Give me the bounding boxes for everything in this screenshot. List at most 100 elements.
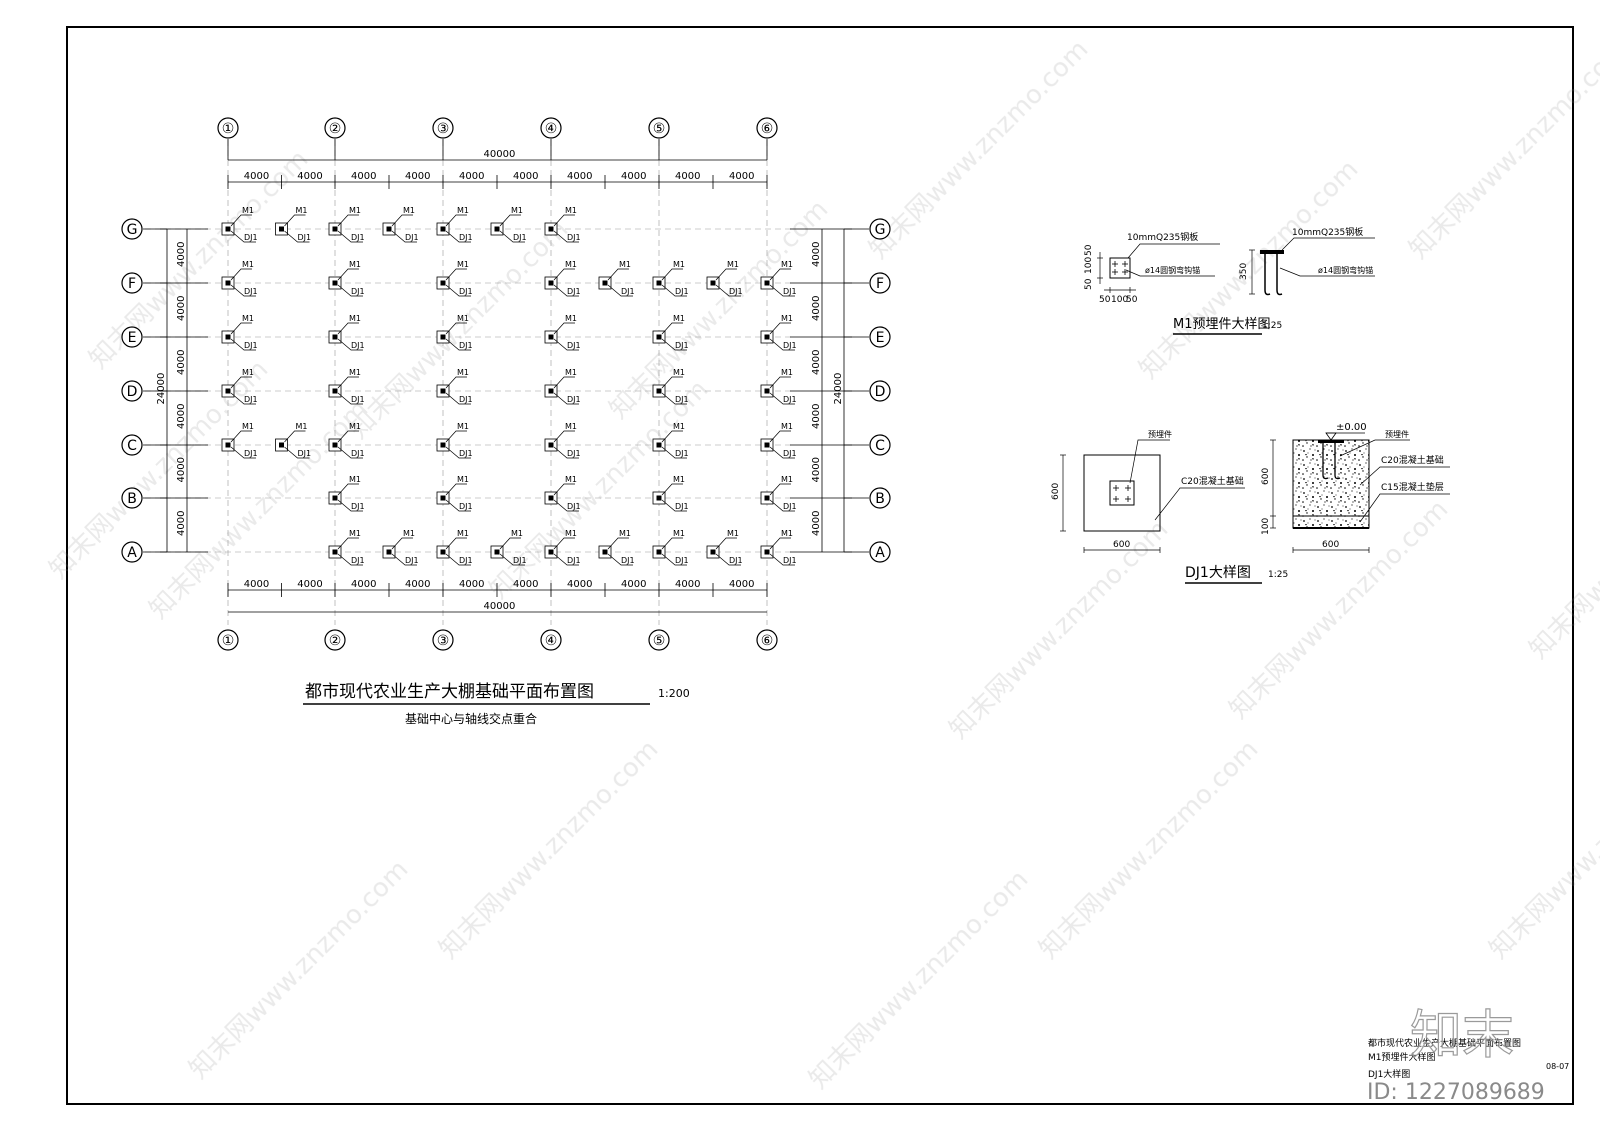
embed-plate [386,549,392,555]
embed-leader [499,214,521,227]
dim-left-total: 24000 [156,373,167,405]
axis-bubble-right: B [875,491,885,507]
embed-leader [769,430,791,443]
embed-leader [337,537,359,550]
embed-label: M1 [349,529,361,538]
footing-label: DJ1 [783,556,797,565]
embed-label: M1 [673,475,685,484]
embed-label: M1 [349,422,361,431]
embed-plate [764,334,770,340]
dj1-section-body [1292,439,1370,517]
footing-leader [445,553,471,566]
footing-label: DJ1 [351,502,365,511]
dj1-plan-outline [1083,454,1161,532]
footing-leader [607,284,633,297]
embed-leader [445,376,467,389]
axis-bubble-bottom: ③ [437,633,450,649]
embed-plate [494,549,500,555]
dim-left: 4000 [176,242,187,267]
axis-bubble-bottom: ⑥ [761,633,774,649]
embed-label: M1 [565,529,577,538]
axis-grid [145,140,795,625]
footing-label: DJ1 [513,556,527,565]
embed-label: M1 [296,422,308,431]
footing-label: DJ1 [783,341,797,350]
embed-label: M1 [349,475,361,484]
dim-right: 4000 [811,457,822,482]
dim-top-total: 40000 [484,149,516,160]
embed-label: M1 [242,260,254,269]
footing-leader [445,230,471,243]
embed-leader [661,268,683,281]
embed-plate [332,334,338,340]
embed-label: M1 [349,260,361,269]
embed-label: M1 [349,314,361,323]
embed-plate [332,388,338,394]
m1-bar-left [1264,254,1271,296]
m1-dim-bot: 50 [1084,278,1094,290]
embed-leader [230,430,252,443]
axis-bubble-top-circle [648,117,670,139]
footing-leader [553,553,579,566]
dj1-embed-label-2: 预埋件 [1385,429,1409,439]
footing-label: DJ1 [459,395,473,404]
m1-section-dim [1249,249,1255,295]
footing-label: DJ1 [783,449,797,458]
embed-leader [445,214,467,227]
axis-bubble-top-circle [432,117,454,139]
embed-plate [279,226,284,232]
embed-plate [602,549,608,555]
watermark-text: 知末网www.znzmo.com [184,854,415,1085]
embed-leader [230,268,252,281]
m1-dim-height: 350 [1239,263,1249,280]
embed-plate [548,495,554,501]
footing-label: DJ1 [567,287,581,296]
embed-leader [553,376,575,389]
axis-bubble-right-circle [869,326,891,348]
embed-leader [769,483,791,496]
dimension-lines [143,139,869,613]
footing-label: DJ1 [675,341,689,350]
embed-plate [602,280,608,286]
embed-plate [548,442,554,448]
watermark-text: 知末网www.znzmo.com [434,734,665,965]
embed-leader [661,376,683,389]
dim-top: 4000 [297,171,322,182]
embed-plate [225,334,231,340]
axis-bubble-right: D [875,384,886,400]
footing-leader [661,499,687,512]
axis-bubble-left-circle [121,487,143,509]
dj1-section-plate [1318,440,1344,443]
m1-plate-leader [1127,243,1220,259]
dim-top: 4000 [244,171,269,182]
embed-leader [445,322,467,335]
dj1-embed-leader-2 [1339,439,1410,457]
dim-right: 4000 [811,404,822,429]
footing-leader [661,392,687,405]
footing-leader [769,284,795,297]
watermark-text: 知末网www.znzmo.com [864,34,1095,265]
embed-label: M1 [349,206,361,215]
dim-top: 4000 [351,171,376,182]
watermark-text: 知末网www.znzmo.com [944,514,1175,745]
embed-label: M1 [296,206,308,215]
embed-label: M1 [457,314,469,323]
embed-leader [445,537,467,550]
embed-leader [230,214,252,227]
axis-bubble-left: A [127,545,137,561]
dim-right: 4000 [811,511,822,536]
footing-label: DJ1 [675,449,689,458]
embed-leader [445,483,467,496]
m1-dim-left: 50 [1099,295,1111,305]
title-block-sheet-no: 08-07 [1546,1062,1569,1071]
footing-leader [391,553,417,566]
axis-bubble-left-circle [121,272,143,294]
